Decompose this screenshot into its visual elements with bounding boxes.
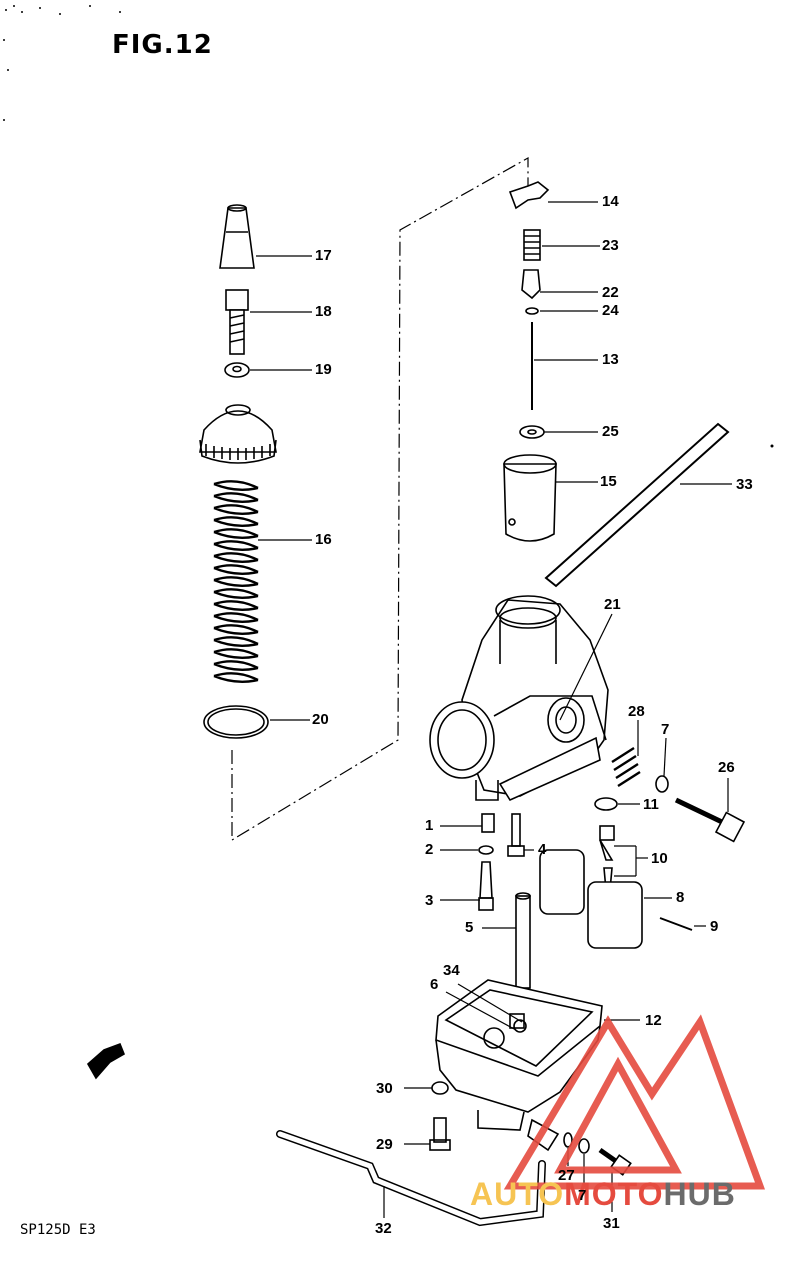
part-1-jet — [481, 813, 495, 833]
part-26-screw — [674, 797, 746, 843]
callout-24: 24 — [602, 302, 619, 319]
part-24-washer — [525, 307, 539, 315]
part-21-carb-body — [429, 595, 609, 802]
part-28-spring — [611, 746, 641, 788]
callout-27: 27 — [558, 1167, 575, 1184]
part-17-cap — [219, 204, 255, 269]
callout-10: 10 — [651, 850, 668, 867]
callout-11: 11 — [643, 796, 659, 813]
part-19-nut — [224, 362, 250, 378]
callout-7-lower: 7 — [578, 1187, 587, 1204]
callout-14: 14 — [602, 193, 619, 210]
part-25-washer — [519, 425, 545, 439]
model-code: SP125D E3 — [20, 1222, 96, 1238]
callout-20: 20 — [312, 711, 329, 728]
part-2-washer — [478, 845, 494, 855]
part-23-spring — [523, 229, 541, 261]
scan-speckle — [3, 5, 774, 448]
part-11-oring — [594, 797, 618, 811]
part-16-spring — [213, 480, 259, 683]
callout-3: 3 — [425, 892, 434, 909]
callout-32: 32 — [375, 1220, 392, 1237]
watermark-part2: MOTO — [564, 1176, 664, 1212]
spring-coil — [213, 480, 259, 683]
figure-title: FIG.12 — [112, 30, 213, 60]
part-15-slide — [503, 454, 557, 542]
callout-23: 23 — [602, 237, 619, 254]
part-33-hose — [544, 422, 730, 588]
callout-31: 31 — [603, 1215, 620, 1232]
part-9-pin — [659, 917, 693, 931]
front-arrow-icon — [86, 1042, 126, 1080]
callout-29: 29 — [376, 1136, 393, 1153]
callout-28: 28 — [628, 703, 645, 720]
part-3-jet — [478, 861, 494, 911]
part-8-float — [587, 881, 643, 949]
callout-7-right: 7 — [661, 721, 670, 738]
callout-5: 5 — [465, 919, 474, 936]
callout-8: 8 — [676, 889, 685, 906]
callout-25: 25 — [602, 423, 619, 440]
callout-33: 33 — [736, 476, 753, 493]
watermark-logo-icon — [503, 1014, 766, 1190]
callout-9: 9 — [710, 918, 719, 935]
callout-1: 1 — [425, 817, 434, 834]
part-top-cap — [199, 404, 277, 464]
callout-17: 17 — [315, 247, 332, 264]
part-5-tube — [515, 892, 531, 989]
part-30-washer — [431, 1081, 449, 1095]
callout-21: 21 — [604, 596, 621, 613]
part-4-jet — [507, 813, 525, 857]
part-18-adjuster — [225, 289, 249, 355]
part-29-screw — [429, 1117, 451, 1151]
part-7-washer-right — [655, 775, 669, 793]
part-22-seat — [521, 269, 541, 300]
part-20-oring — [203, 705, 269, 739]
callout-15: 15 — [600, 473, 617, 490]
callout-12: 12 — [645, 1012, 662, 1029]
callout-30: 30 — [376, 1080, 393, 1097]
callout-13: 13 — [602, 351, 619, 368]
part-27-washer — [563, 1132, 573, 1148]
callout-26: 26 — [718, 759, 735, 776]
callout-2: 2 — [425, 841, 434, 858]
part-14-clip — [508, 181, 550, 210]
leader-lines — [250, 201, 732, 1218]
callout-4: 4 — [538, 841, 547, 858]
part-float-left — [539, 849, 585, 915]
part-7-washer-lower — [578, 1138, 590, 1154]
callout-18: 18 — [315, 303, 332, 320]
part-12-bowl — [435, 979, 603, 1152]
watermark-text: AUTOMOTOHUB — [470, 1176, 736, 1213]
watermark-part1: AUTO — [470, 1176, 565, 1212]
callout-19: 19 — [315, 361, 332, 378]
part-10-valve — [599, 825, 615, 891]
callout-22: 22 — [602, 284, 619, 301]
callout-34: 34 — [443, 962, 460, 979]
callout-6: 6 — [430, 976, 439, 993]
callout-16: 16 — [315, 531, 332, 548]
watermark-part3: HUB — [663, 1176, 736, 1212]
assembly-line-left — [231, 156, 529, 842]
